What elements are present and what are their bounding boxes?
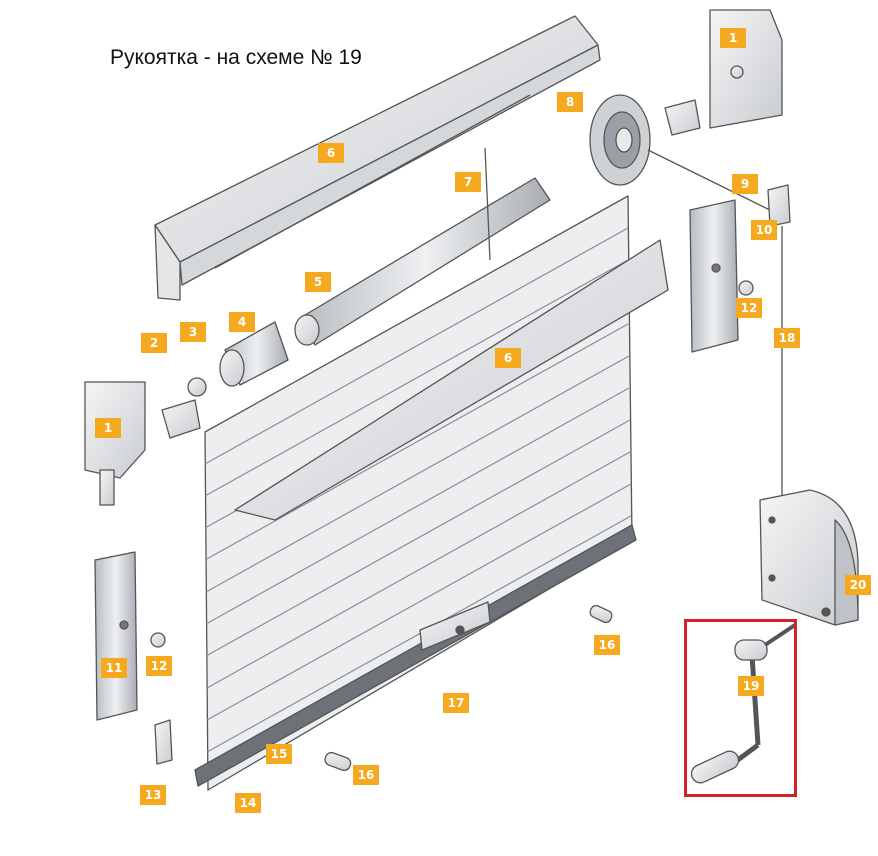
label-12-left: 12 bbox=[146, 656, 172, 676]
roller-axle bbox=[294, 147, 551, 346]
label-11: 11 bbox=[101, 658, 127, 678]
label-10: 10 bbox=[751, 220, 777, 240]
label-6-middle: 6 bbox=[495, 348, 521, 368]
right-guide-rail bbox=[689, 199, 739, 353]
clip bbox=[664, 99, 701, 136]
spring-box bbox=[759, 489, 859, 626]
pulley bbox=[589, 94, 651, 186]
left-guide-rail bbox=[94, 551, 138, 721]
label-6-top: 6 bbox=[318, 143, 344, 163]
crank-handle bbox=[690, 623, 797, 784]
label-13: 13 bbox=[140, 785, 166, 805]
label-8: 8 bbox=[557, 92, 583, 112]
label-9: 9 bbox=[732, 174, 758, 194]
label-16-lower: 16 bbox=[353, 765, 379, 785]
label-18: 18 bbox=[774, 328, 800, 348]
nut bbox=[187, 377, 207, 397]
bottom-stopper-lower bbox=[324, 751, 352, 771]
caption: Рукоятка - на схеме № 19 bbox=[110, 46, 362, 69]
label-14: 14 bbox=[235, 793, 261, 813]
shutter-curtain bbox=[194, 195, 669, 791]
label-1-left: 1 bbox=[95, 418, 121, 438]
lock bbox=[419, 601, 491, 651]
end-cap bbox=[219, 321, 289, 387]
label-15: 15 bbox=[266, 744, 292, 764]
label-20: 20 bbox=[845, 575, 871, 595]
cover-box bbox=[154, 15, 601, 301]
strap-guide bbox=[767, 184, 791, 227]
strap bbox=[647, 149, 781, 216]
label-7: 7 bbox=[455, 172, 481, 192]
plug-right bbox=[738, 280, 754, 296]
label-2: 2 bbox=[141, 333, 167, 353]
label-4: 4 bbox=[229, 312, 255, 332]
label-19: 19 bbox=[738, 676, 764, 696]
label-1-right: 1 bbox=[720, 28, 746, 48]
plug-left bbox=[150, 632, 166, 648]
left-side-plate bbox=[84, 381, 146, 506]
label-12-right: 12 bbox=[736, 298, 762, 318]
label-5: 5 bbox=[305, 272, 331, 292]
handle-highlight-frame bbox=[684, 619, 797, 797]
label-16-upper: 16 bbox=[594, 635, 620, 655]
small-bracket bbox=[161, 399, 201, 439]
bottom-stopper-upper bbox=[589, 604, 613, 624]
label-3: 3 bbox=[180, 322, 206, 342]
label-17: 17 bbox=[443, 693, 469, 713]
stopper bbox=[154, 719, 173, 765]
